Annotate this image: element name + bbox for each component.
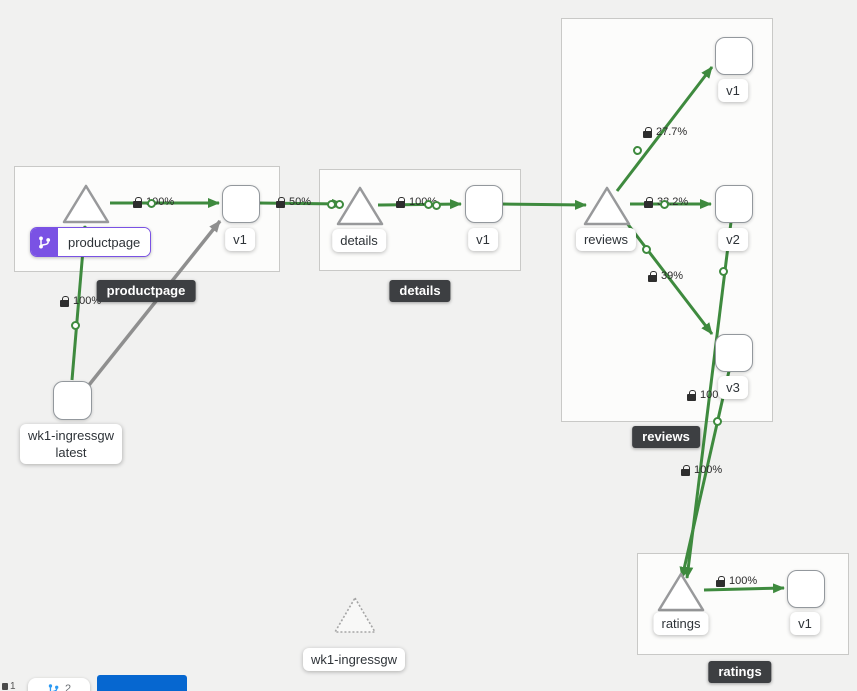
tooltip-productpage: productpage — [96, 280, 196, 302]
node-label-reviews-v1[interactable]: v1 — [718, 79, 748, 102]
edge-dot — [335, 200, 344, 209]
edge-dot — [713, 417, 722, 426]
service-node-details[interactable] — [334, 184, 386, 228]
workload-node-reviews-v3[interactable] — [715, 334, 753, 372]
chip-count-value: 2 — [64, 683, 72, 691]
code-branch-icon — [48, 684, 59, 691]
edge-label-ratings-v1[interactable]: 100% — [716, 575, 757, 587]
mtls-lock-icon — [133, 196, 143, 208]
node-label-ratings[interactable]: ratings — [653, 612, 709, 635]
service-node-reviews[interactable] — [581, 184, 633, 228]
workload-node-reviews-v2[interactable] — [715, 185, 753, 223]
edge-details-to-v1[interactable] — [377, 199, 462, 210]
edge-v3-to-ratings[interactable] — [679, 370, 731, 579]
mtls-lock-icon — [396, 196, 406, 208]
edge-to-reviews[interactable] — [500, 199, 587, 210]
service-node-idle-ingressgw[interactable] — [331, 594, 379, 636]
node-label-reviews[interactable]: reviews — [575, 228, 637, 251]
node-count-icon — [2, 683, 8, 690]
workload-node-ingressgw[interactable] — [53, 381, 92, 420]
edge-dot — [147, 199, 156, 208]
workload-node-reviews-v1[interactable] — [715, 37, 753, 75]
workload-node-productpage-v1[interactable] — [222, 185, 260, 223]
edge-dot — [719, 267, 728, 276]
node-count-value: 1 — [10, 681, 16, 691]
service-node-productpage[interactable] — [60, 182, 112, 226]
node-label-productpage-v1[interactable]: v1 — [225, 228, 255, 251]
mtls-lock-icon — [276, 196, 286, 208]
edge-ratings-to-v1[interactable] — [703, 583, 785, 594]
edge-dot — [660, 200, 669, 209]
node-label-reviews-v3[interactable]: v3 — [718, 376, 748, 399]
badge-label: productpage — [58, 228, 151, 256]
node-label-ingressgw[interactable]: wk1-ingressgw latest — [20, 424, 122, 464]
edge-dot — [432, 201, 441, 210]
tooltip-details: details — [389, 280, 451, 302]
edge-dot — [642, 245, 651, 254]
edge-label-ingress-productpage[interactable]: 100% — [60, 295, 101, 307]
legend-button[interactable]: Legend — [97, 675, 187, 691]
node-label-idle-ingressgw[interactable]: wk1-ingressgw — [303, 648, 405, 671]
mtls-lock-icon — [60, 295, 70, 307]
node-label-reviews-v2[interactable]: v2 — [718, 228, 748, 251]
mtls-lock-icon — [681, 464, 691, 476]
ingressgw-name: wk1-ingressgw — [28, 428, 114, 443]
workload-node-ratings-v1[interactable] — [787, 570, 825, 608]
tooltip-ratings: ratings — [708, 661, 772, 683]
tooltip-reviews: reviews — [632, 426, 700, 448]
ingressgw-version: latest — [55, 445, 87, 460]
mtls-lock-icon — [716, 575, 726, 587]
service-node-ratings[interactable] — [655, 570, 707, 614]
edge-label-reviews-v3[interactable]: 39% — [648, 270, 683, 282]
node-label-details-v1[interactable]: v1 — [468, 228, 498, 251]
workload-node-details-v1[interactable] — [465, 185, 503, 223]
graph-footer-chip[interactable]: 2 — [28, 678, 90, 691]
edge-dot — [633, 146, 642, 155]
code-branch-icon — [31, 228, 58, 256]
mtls-lock-icon — [648, 270, 658, 282]
mtls-lock-icon — [687, 389, 697, 401]
edge-label-v2-ratings[interactable]: 100% — [681, 464, 722, 476]
node-label-ratings-v1[interactable]: v1 — [790, 612, 820, 635]
selected-app-badge-productpage[interactable]: productpage — [30, 227, 152, 257]
edge-ingress-to-productpage-v1[interactable] — [87, 219, 222, 387]
edge-dot — [71, 321, 80, 330]
edge-label-v1-details[interactable]: 50% — [276, 196, 311, 208]
graph-footer-count: 1 — [2, 681, 16, 691]
mtls-lock-icon — [644, 196, 654, 208]
node-label-details[interactable]: details — [332, 229, 386, 252]
edge-label-reviews-v1[interactable]: 27.7% — [643, 126, 687, 138]
mtls-lock-icon — [643, 126, 653, 138]
edge-reviews-to-v1[interactable] — [615, 66, 714, 192]
